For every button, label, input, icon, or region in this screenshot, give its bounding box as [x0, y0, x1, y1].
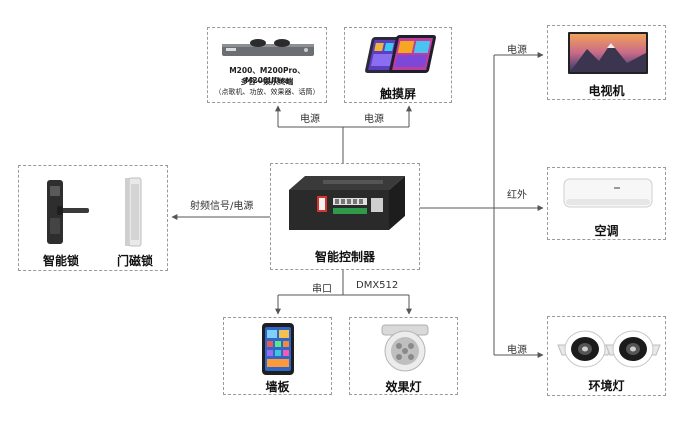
player-title-text: 多合一娱乐终端 — [240, 77, 294, 86]
edge-label-power-ambient: 电源 — [507, 345, 527, 356]
edge-label-power-touchscreen: 电源 — [364, 114, 384, 125]
edge-label-power-player: 电源 — [300, 114, 320, 125]
wall-panel-device-icon — [262, 323, 294, 375]
player-model-text: M200、M200Pro、M200Ultra — [229, 66, 305, 85]
edge-label-dmx-light: DMX512 — [356, 280, 399, 291]
ac-device-icon — [563, 178, 653, 208]
player-device-icon — [222, 39, 314, 56]
tv-device-icon — [568, 32, 648, 74]
tv-label: 电视机 — [588, 84, 625, 98]
node-locks: 智能锁 门磁锁 — [18, 165, 168, 271]
smart-lock-device-icon — [47, 180, 89, 244]
magnetic-lock-label: 门磁锁 — [116, 254, 153, 268]
node-ambient-light: 环境灯 — [547, 316, 666, 396]
wall-panel-label: 墙板 — [265, 380, 290, 394]
node-touchscreen: 触摸屏 — [344, 27, 452, 103]
edge-label-serial-panel: 串口 — [312, 284, 332, 295]
node-wall-panel: 墙板 — [223, 317, 332, 395]
smart-lock-label: 智能锁 — [42, 254, 79, 268]
touchscreen-device-icon — [365, 35, 437, 73]
node-player: M200、M200Pro、M200Ultra 多合一娱乐终端 （点歌机、功放、效… — [207, 27, 327, 103]
effect-light-device-icon — [381, 324, 429, 372]
effect-light-label: 效果灯 — [385, 380, 422, 394]
node-ac: 空调 — [547, 167, 666, 240]
node-controller: 智能控制器 — [270, 163, 420, 270]
player-note-text: （点歌机、功放、效果器、话筒） — [214, 88, 320, 96]
ambient-light-device-icon — [557, 330, 661, 368]
edge-label-infrared-ac: 红外 — [507, 190, 527, 201]
ambient-light-label: 环境灯 — [588, 379, 625, 393]
node-effect-light: 效果灯 — [349, 317, 458, 395]
ac-label: 空调 — [594, 224, 619, 238]
touchscreen-label: 触摸屏 — [379, 87, 416, 101]
edge-label-power-tv: 电源 — [507, 45, 527, 56]
edge-label-rf-lock: 射频信号/电源 — [190, 201, 254, 212]
controller-label: 智能控制器 — [314, 250, 375, 264]
controller-device-icon — [289, 176, 405, 230]
magnetic-lock-device-icon — [125, 177, 142, 247]
node-tv: 电视机 — [547, 25, 666, 100]
